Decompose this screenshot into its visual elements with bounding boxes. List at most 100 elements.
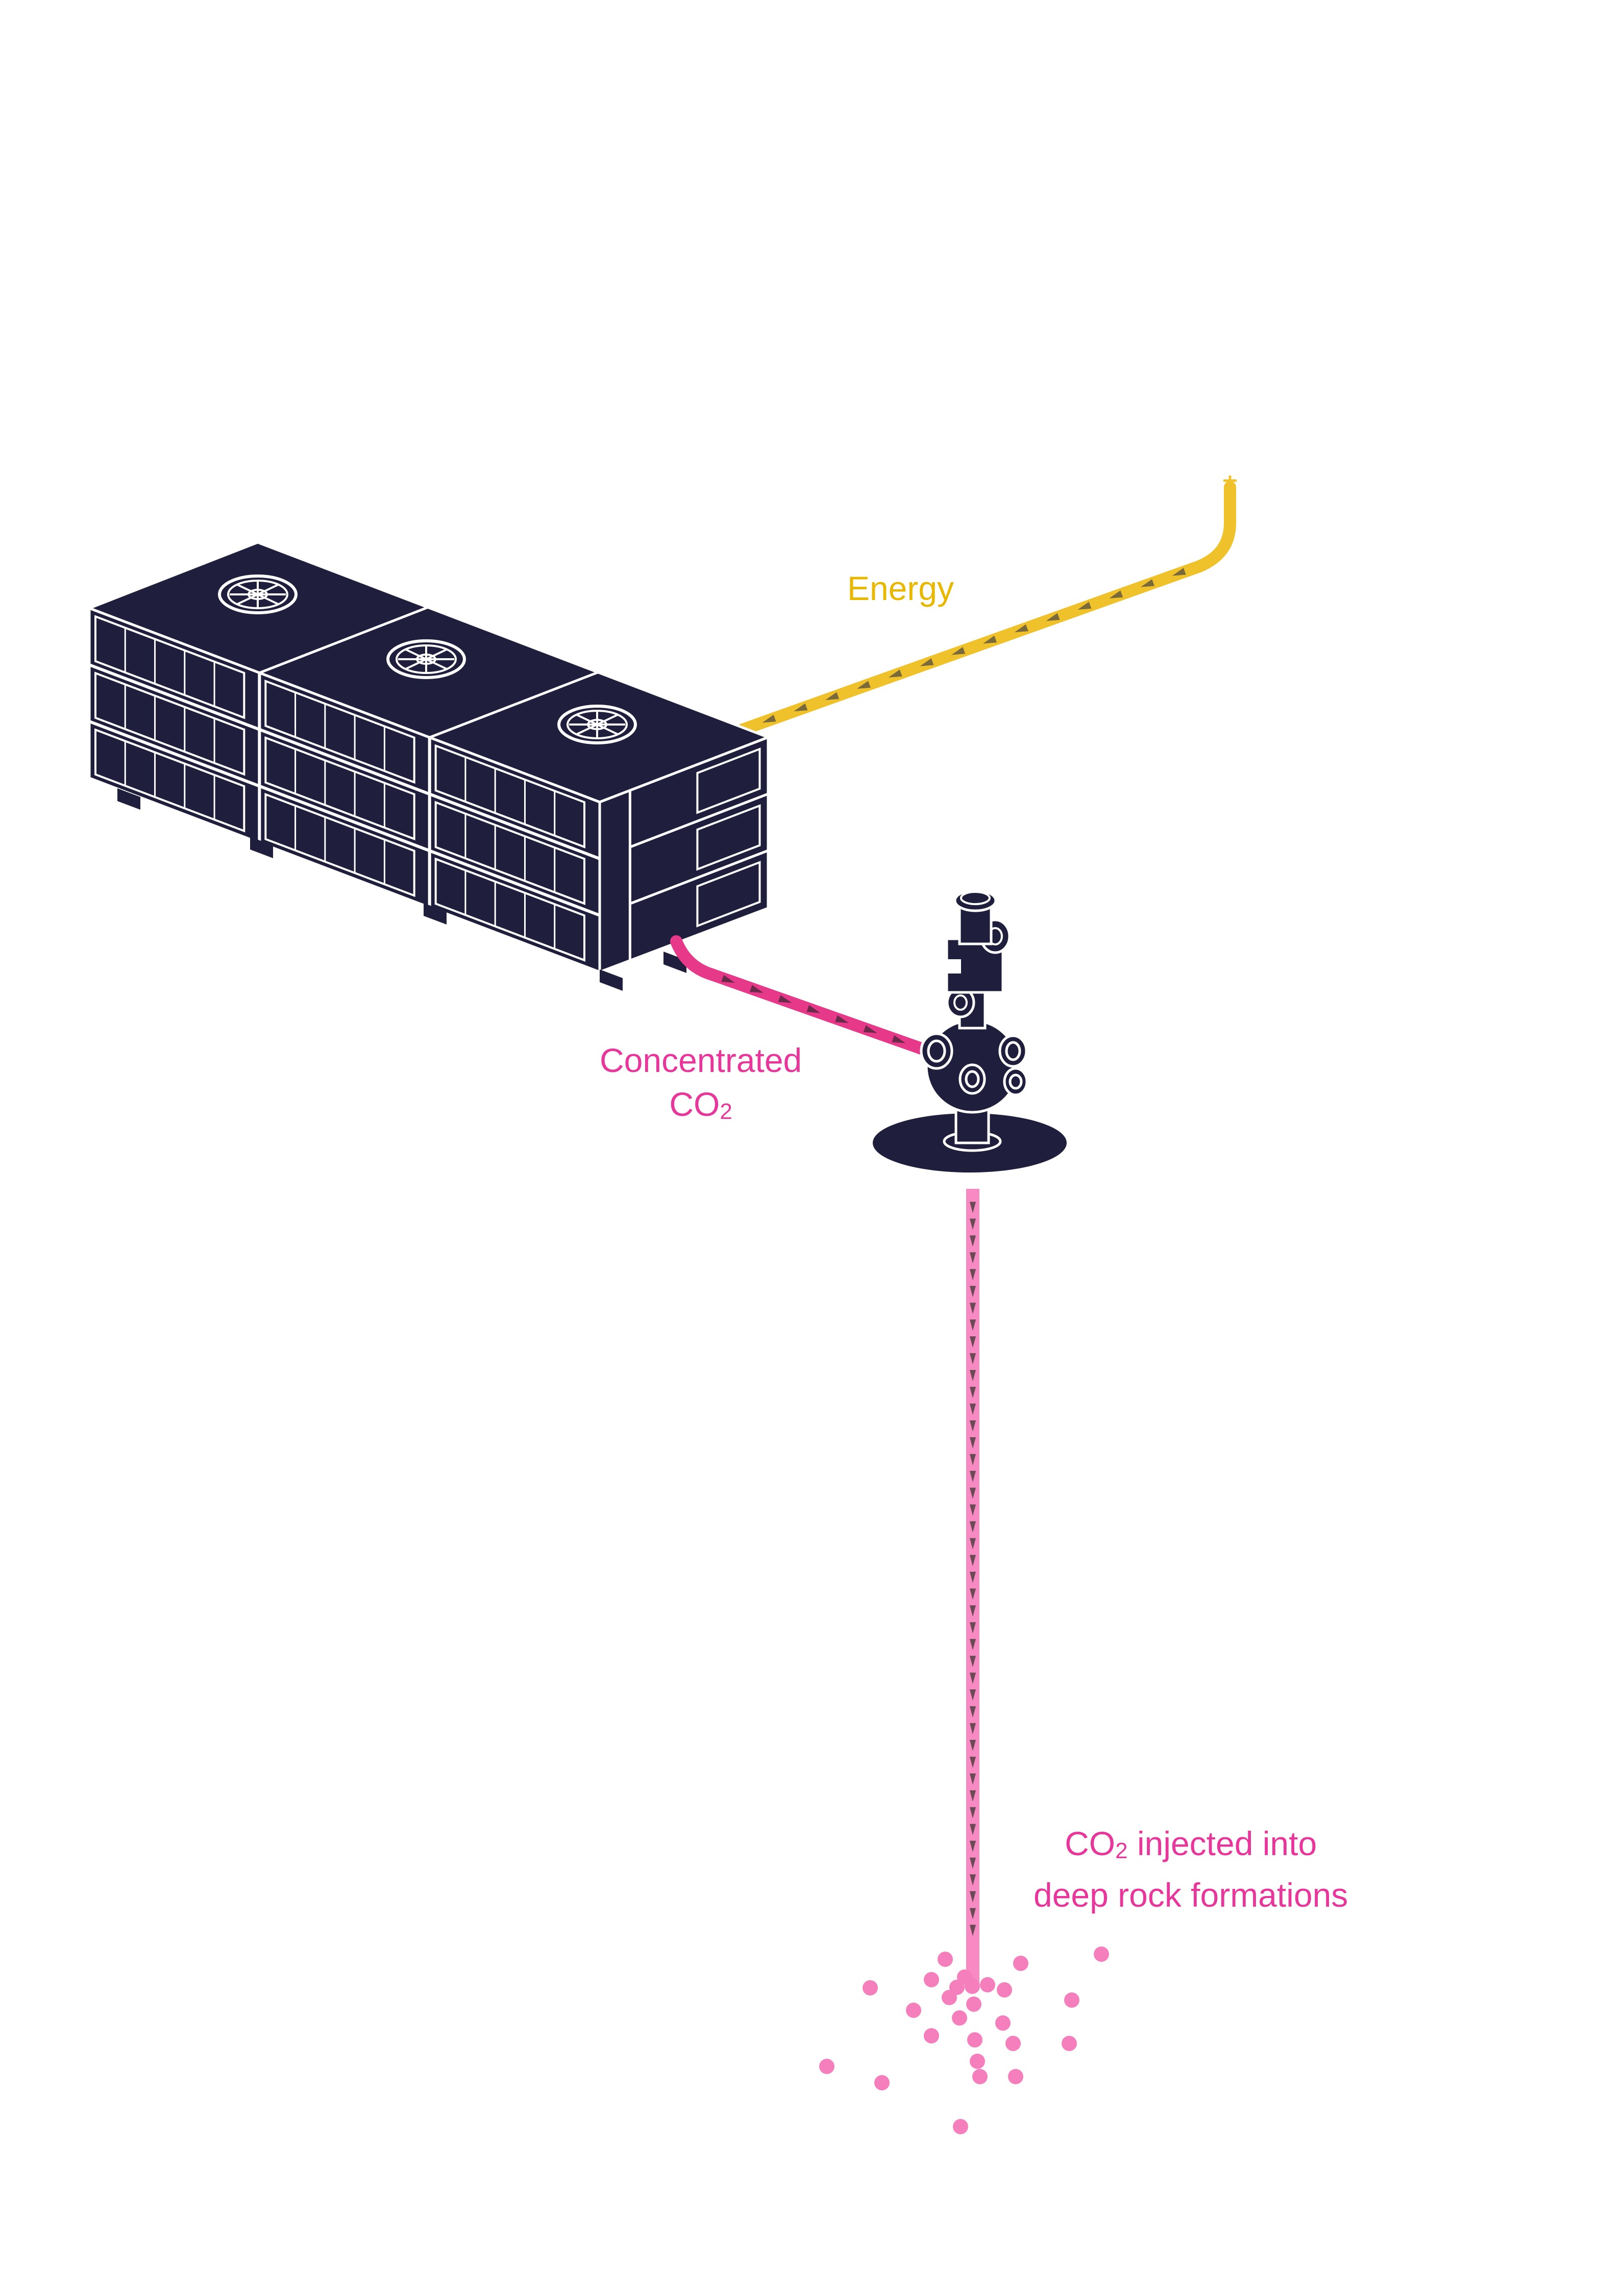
flow-arrow — [969, 1454, 976, 1465]
co2-particle — [980, 1977, 995, 1992]
co2-particle — [906, 2003, 921, 2018]
flow-arrow — [969, 1555, 976, 1566]
flow-arrow — [969, 1504, 976, 1516]
side-panel — [696, 747, 761, 814]
co2-particle — [819, 2059, 834, 2074]
flow-arrow — [1046, 613, 1060, 621]
unit-feet — [117, 788, 686, 991]
flow-arrow — [888, 669, 902, 678]
row-divider — [88, 663, 601, 860]
flow-arrow — [892, 1035, 906, 1043]
flow-arrow — [863, 1025, 877, 1033]
flow-arrow — [969, 1925, 976, 1936]
co2-particles — [819, 1946, 1109, 2134]
flow-arrow — [721, 975, 735, 983]
co2-particle — [938, 1952, 953, 1967]
co2-particle — [924, 2028, 939, 2043]
flow-arrow — [1172, 567, 1186, 576]
flow-arrow — [969, 1218, 976, 1230]
co2-particle — [924, 1972, 939, 1987]
flow-arrow — [969, 1908, 976, 1919]
panel-frame — [94, 728, 245, 833]
flow-arrow — [969, 1588, 976, 1600]
flow-arrow — [969, 1538, 976, 1550]
injection-label: CO2 injected into deep rock formations — [1034, 1821, 1348, 1917]
flow-arrow — [969, 1605, 976, 1617]
side-divider — [629, 792, 769, 848]
flow-arrow — [969, 1269, 976, 1281]
flow-arrow — [969, 1740, 976, 1752]
energy-source-icon — [1223, 476, 1237, 487]
flow-arrow — [969, 1521, 976, 1533]
concentrated-co2-label: Concentrated CO2 — [600, 1038, 802, 1134]
unit-panels — [88, 606, 769, 962]
flow-arrow — [969, 1639, 976, 1651]
flow-arrow — [969, 1470, 976, 1482]
flow-arrow — [969, 1857, 976, 1869]
injection-flow-arrows — [969, 1202, 976, 1936]
side-panel — [696, 861, 761, 928]
panel-frame — [434, 857, 585, 962]
flow-arrow — [1141, 579, 1154, 587]
flow-arrow — [749, 985, 764, 993]
fan-icon — [218, 575, 298, 614]
flow-arrow — [969, 1773, 976, 1785]
air-capture-unit — [86, 541, 772, 991]
co2-particle — [874, 2075, 890, 2090]
co2-line — [670, 935, 927, 1055]
unit-foot — [424, 903, 447, 925]
panel-frame — [434, 801, 585, 905]
co2-particle — [863, 1980, 878, 1995]
inject-rest: injected into — [1127, 1825, 1317, 1862]
flow-arrow — [969, 1370, 976, 1382]
co2-particle — [997, 1982, 1012, 1998]
top-seam — [429, 671, 599, 739]
unit-foot — [117, 788, 140, 810]
flow-arrow — [951, 646, 966, 655]
concentrated-line1: Concentrated — [600, 1041, 802, 1079]
flow-arrow — [969, 1622, 976, 1634]
flow-arrow — [969, 1689, 976, 1701]
flow-arrow — [969, 1202, 976, 1213]
flow-arrow — [1077, 602, 1092, 610]
flow-arrow — [969, 1756, 976, 1768]
flow-arrow — [1014, 624, 1028, 633]
flow-arrow — [969, 1874, 976, 1886]
flow-arrow — [969, 1303, 976, 1314]
co2-particle — [953, 2119, 968, 2134]
injection-pipe — [966, 1189, 979, 1990]
flow-arrow — [969, 1319, 976, 1331]
co2-particle — [966, 1996, 981, 2012]
energy-line — [736, 476, 1237, 736]
co2-particle — [967, 2032, 982, 2048]
flow-arrow — [969, 1386, 976, 1398]
fan-icon — [386, 639, 466, 679]
co2-particle — [957, 1969, 972, 1985]
unit-foot — [250, 837, 273, 858]
flow-arrow — [969, 1571, 976, 1583]
flow-arrow — [969, 1487, 976, 1499]
flow-arrow — [969, 1824, 976, 1835]
panel-frame — [94, 615, 245, 719]
co2-particle — [952, 2010, 967, 2026]
co2-particle — [942, 1990, 957, 2005]
side-divider — [629, 849, 769, 905]
flow-arrow — [969, 1790, 976, 1802]
unit-foot — [600, 969, 623, 991]
flow-arrow — [794, 703, 808, 712]
wellhead — [873, 889, 1067, 1172]
co2-flow-arrows — [721, 975, 906, 1043]
co2-particle — [1062, 2036, 1077, 2051]
co2-particle — [1008, 2069, 1023, 2084]
flow-arrow — [806, 1005, 821, 1013]
flow-arrow — [969, 1656, 976, 1667]
co2-particle — [1005, 2036, 1021, 2051]
co2-chem-sub: 2 — [720, 1099, 732, 1124]
co2-particle — [970, 2054, 985, 2069]
energy-label: Energy — [847, 569, 954, 607]
flow-arrow — [778, 995, 792, 1003]
flow-arrow — [835, 1015, 849, 1024]
flow-arrow — [969, 1403, 976, 1415]
row-divider — [88, 720, 601, 917]
